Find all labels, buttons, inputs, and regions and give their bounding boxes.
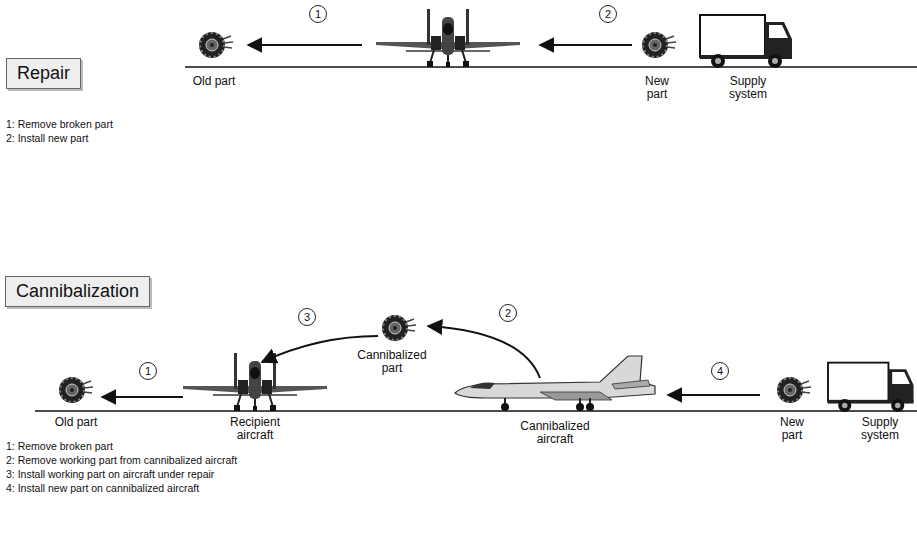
part-label: Old part — [191, 75, 237, 88]
section-heading-box: Repair — [6, 58, 81, 89]
part-label: Old part — [53, 416, 99, 429]
aircraft-label: Cannibalized aircraft — [514, 420, 596, 446]
part-label: Supply system — [717, 75, 779, 101]
part-label: Supply system — [849, 416, 911, 442]
callout-number: 4 — [711, 362, 729, 380]
step-note: 2: Remove working part from cannibalized… — [6, 454, 237, 467]
callout-number: 3 — [298, 308, 316, 326]
callout-number: 2 — [599, 5, 617, 23]
callout-number: 1 — [139, 362, 157, 380]
section-heading-box: Cannibalization — [5, 276, 150, 307]
step-note: 4: Install new part on cannibalized airc… — [6, 482, 199, 495]
step-note: 2: Install new part — [6, 132, 88, 145]
part-label: Cannibalized part — [350, 349, 434, 375]
part-label: New part — [769, 416, 815, 442]
section-heading: Repair — [17, 63, 70, 83]
step-note: 1: Remove broken part — [6, 440, 113, 453]
callout-number: 1 — [309, 5, 327, 23]
section-heading: Cannibalization — [16, 281, 139, 301]
step-note: 3: Install working part on aircraft unde… — [6, 468, 214, 481]
callout-number: 2 — [499, 304, 517, 322]
aircraft-label: Recipient aircraft — [222, 416, 288, 442]
part-label: New part — [634, 75, 680, 101]
step-note: 1: Remove broken part — [6, 118, 113, 131]
